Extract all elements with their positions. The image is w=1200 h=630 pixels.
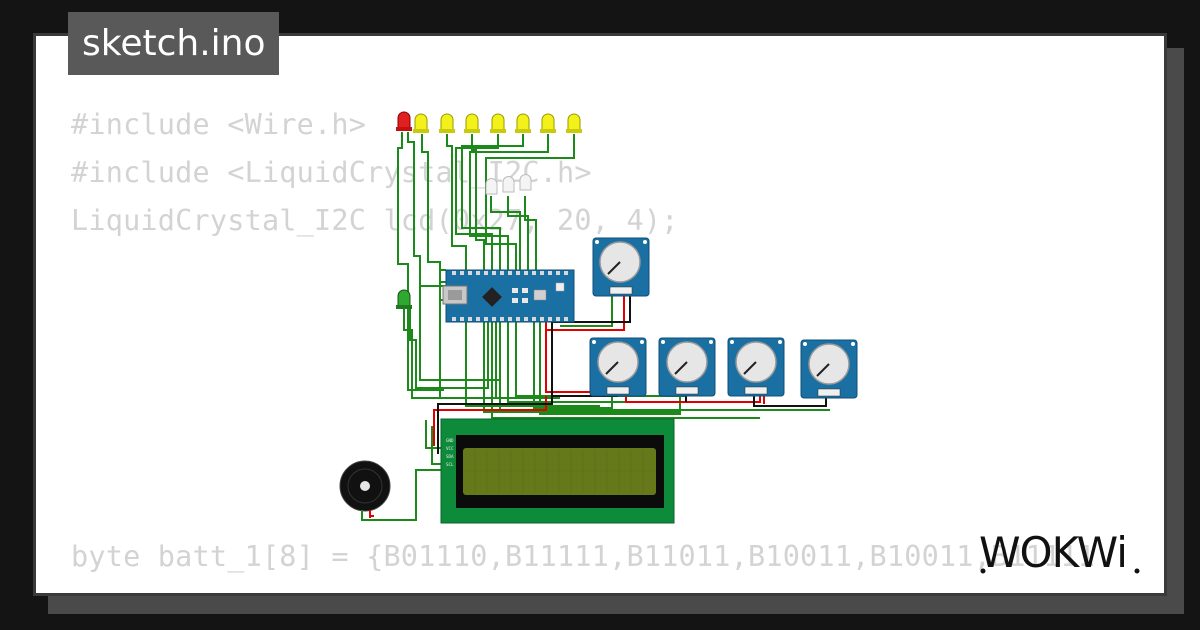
led-white-1[interactable]	[485, 178, 498, 195]
led-yellow-3[interactable]	[464, 113, 480, 133]
reset-button[interactable]	[555, 282, 565, 292]
led-yellow-7[interactable]	[566, 113, 582, 133]
wokwi-logo-text: WOKWi	[979, 528, 1127, 577]
lcd-pin-sda: SDA	[446, 454, 454, 459]
file-tab[interactable]: sketch.ino	[68, 12, 280, 75]
led-red[interactable]	[396, 111, 412, 131]
led-yellow-2[interactable]	[439, 113, 455, 133]
code-line-3: LiquidCrystal_I2C lcd(0x27, 20, 4);	[71, 204, 679, 237]
led-yellow-4[interactable]	[490, 113, 506, 133]
buzzer[interactable]	[339, 460, 391, 518]
code-line-4: byte batt_1[8] = {B01110,B11111,B11011,B…	[71, 540, 1096, 573]
mcu-chip	[482, 287, 502, 307]
potentiometer-3[interactable]	[658, 337, 716, 397]
code-line-2: #include <LiquidCrystal_I2C.h>	[71, 156, 592, 189]
lcd-pin-vcc: VCC	[446, 446, 454, 451]
code-line-1: #include <Wire.h>	[71, 108, 367, 141]
led-yellow-6[interactable]	[540, 113, 556, 133]
lcd-pin-scl: SCL	[446, 462, 454, 467]
led-green[interactable]	[396, 289, 412, 309]
potentiometer-1[interactable]	[592, 237, 650, 297]
lcd-display[interactable]: GND VCC SDA SCL	[440, 418, 675, 524]
potentiometer-5[interactable]	[800, 339, 858, 399]
led-yellow-5[interactable]	[515, 113, 531, 133]
potentiometer-4[interactable]	[727, 337, 785, 397]
lcd-pin-gnd: GND	[446, 438, 454, 443]
led-white-2[interactable]	[502, 176, 515, 193]
arduino-nano[interactable]	[442, 269, 575, 323]
wokwi-logo: WOKWi	[979, 528, 1140, 577]
preview-card: #include <Wire.h> #include <LiquidCrysta…	[33, 33, 1167, 596]
lcd-character-grid	[465, 450, 654, 493]
led-yellow-1[interactable]	[413, 113, 429, 133]
led-white-3[interactable]	[519, 174, 532, 191]
potentiometer-2[interactable]	[589, 337, 647, 397]
lcd-screen	[463, 448, 656, 495]
